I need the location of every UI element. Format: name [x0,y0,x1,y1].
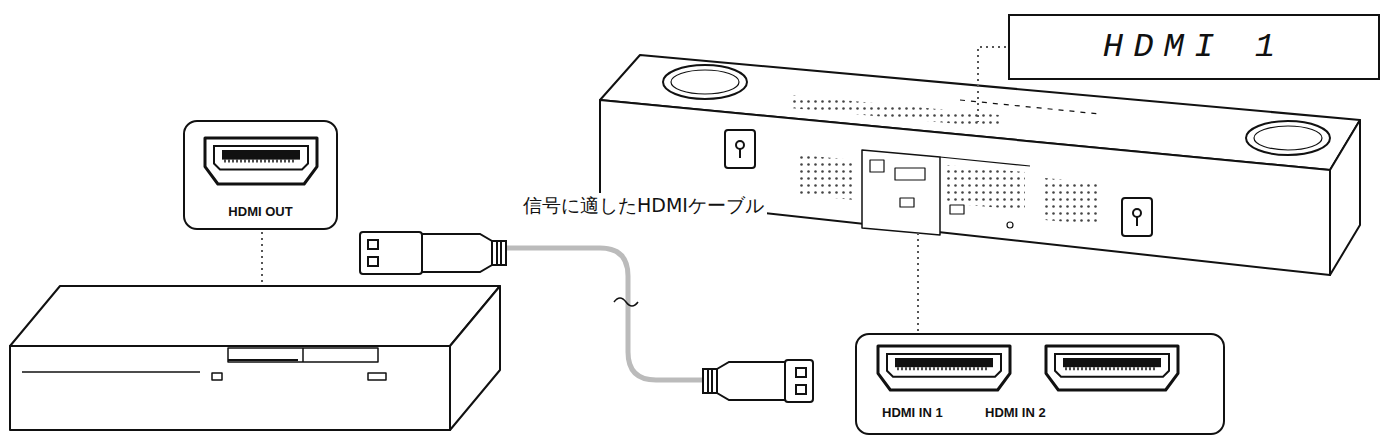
hdmi-ports [205,138,1178,390]
port-label: HDMI IN 1 [882,405,943,420]
cable-label: 信号に適したHDMIケーブル [520,193,767,219]
leader-line [262,47,1006,331]
hdmi-cable [360,232,813,402]
display-panel: HDMI 1 [1008,14,1380,80]
port-label: HDMI IN 2 [985,405,1046,420]
callout-box: HDMI IN 1 HDMI IN 2 [855,333,1225,435]
hdmi-port [878,346,1010,390]
port-label: HDMI OUT [228,204,292,219]
callout-box: HDMI OUT [183,120,338,230]
display-text: HDMI 1 [1103,28,1285,66]
blu-ray-player [10,286,500,430]
hdmi-port [1046,346,1178,390]
soundbar [600,55,1360,275]
hdmi-port [205,138,317,184]
